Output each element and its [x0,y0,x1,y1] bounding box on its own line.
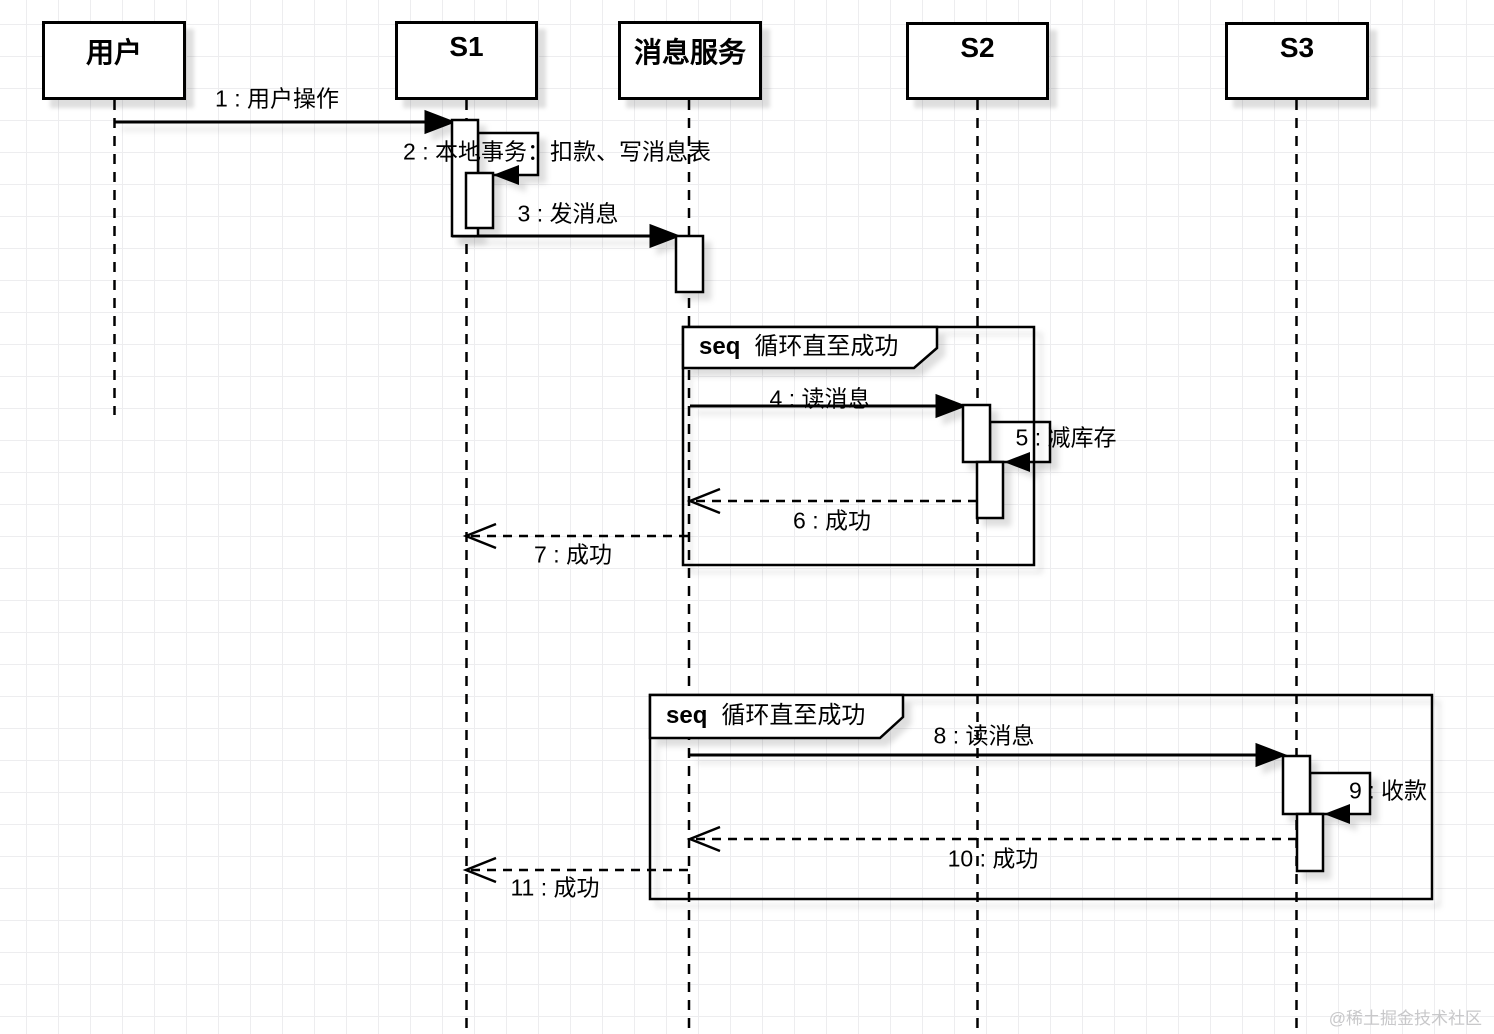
actor-box-s1: S1 [395,21,538,100]
message-2-label: 2 : 本地事务：扣款、写消息表 [403,138,711,165]
seq-frame-2-condition: 循环直至成功 [721,702,866,729]
actor-box-s2: S2 [906,22,1049,100]
seq-frame-2-label: seq 循环直至成功 [666,700,865,732]
message-6-label: 6 : 成功 [793,507,871,534]
actor-label-message-service: 消息服务 [633,37,746,68]
activation-s2 [961,403,992,464]
watermark: @稀土掘金技术社区 [1328,1009,1482,1028]
self-message-9-arrowhead [1324,804,1350,824]
message-5-label: 5 : 减库存 [1015,424,1117,451]
actor-label-s2: S2 [960,32,995,63]
self-message-2-arrowhead [493,165,519,185]
message-7-label: 7 : 成功 [534,541,612,568]
message-10-label: 10 : 成功 [947,845,1039,872]
message-3-label: 3 : 发消息 [517,200,619,227]
message-8-label: 8 : 读消息 [933,722,1035,749]
message-10-arrowhead [686,825,721,853]
actor-box-message-service: 消息服务 [618,21,762,100]
message-7-arrowhead [462,522,497,550]
seq-frame-2-label-shape [648,693,905,740]
activation-s3 [1281,754,1312,816]
message-4-arrowhead [935,393,968,419]
seq-frame-1-operator: seq [699,333,741,360]
activation-s3-nested [1295,812,1325,873]
seq-frame-1-label-shape [681,325,939,370]
actor-label-user: 用户 [85,37,142,68]
message-8-arrowhead [1255,742,1288,768]
seq-frame-1-condition: 循环直至成功 [754,333,899,360]
message-3-arrowhead [649,223,682,249]
message-6-arrowhead [686,487,721,515]
actor-box-s3: S3 [1225,22,1369,100]
message-11-label: 11 : 成功 [510,874,600,901]
message-1-arrowhead [424,109,457,135]
activation-message-service [674,234,705,294]
seq-frame-1-label: seq 循环直至成功 [699,331,898,363]
actor-box-user: 用户 [42,21,186,100]
seq-frame-2 [648,693,1434,901]
message-9-label: 9 : 收款 [1349,777,1427,804]
activation-s1-nested [464,171,495,230]
message-4-label: 4 : 读消息 [769,385,871,412]
seq-frame-2-operator: seq [666,702,708,729]
actor-label-s1: S1 [449,31,484,62]
self-message-5-arrowhead [1004,452,1030,472]
message-1-label: 1 : 用户操作 [215,85,339,112]
actor-label-s3: S3 [1279,32,1315,63]
activation-s2-nested [975,460,1005,520]
message-11-arrowhead [462,856,497,884]
